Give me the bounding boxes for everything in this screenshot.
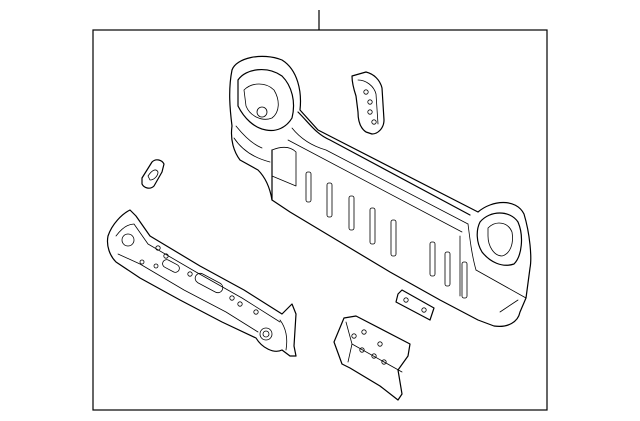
panel-slots xyxy=(305,171,468,299)
small-clip-part xyxy=(141,159,165,189)
back-panel-part xyxy=(229,55,532,327)
right-bracket-part xyxy=(351,71,385,135)
left-reinforcement-part xyxy=(106,209,297,357)
small-plate-part xyxy=(395,289,435,321)
diagram-frame xyxy=(92,29,548,411)
center-bracket-part xyxy=(333,315,411,401)
